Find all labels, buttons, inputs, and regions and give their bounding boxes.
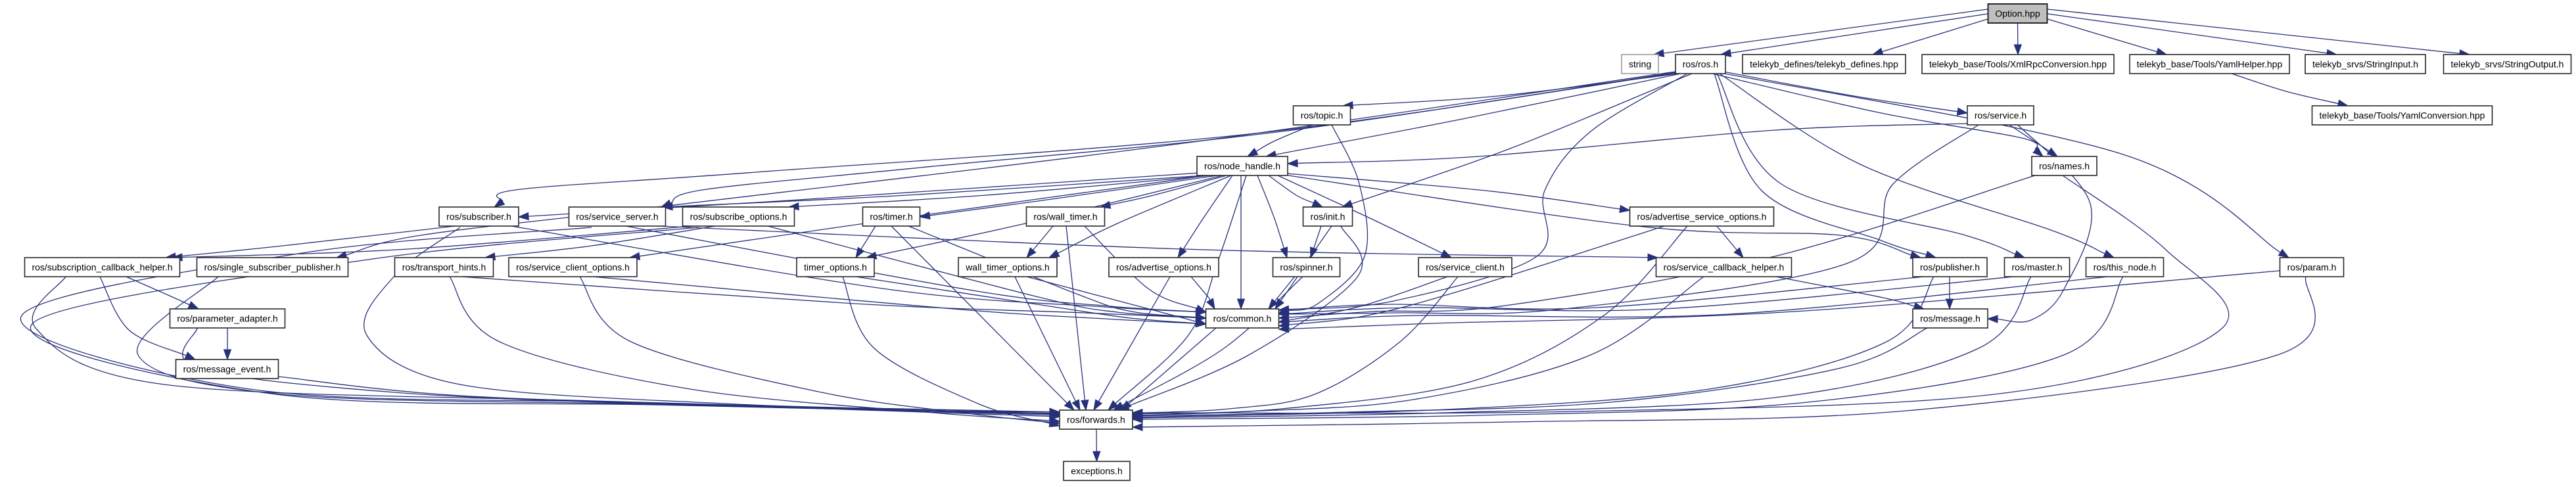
svg-text:ros/init.h: ros/init.h [1311,212,1346,222]
svg-text:ros/advertise_options.h: ros/advertise_options.h [1116,262,1211,273]
svg-text:ros/service_client_options.h: ros/service_client_options.h [516,262,630,273]
svg-text:ros/service_callback_helper.h: ros/service_callback_helper.h [1664,262,1785,273]
svg-text:ros/common.h: ros/common.h [1213,313,1272,324]
svg-text:ros/master.h: ros/master.h [2011,262,2062,273]
svg-text:ros/advertise_service_options.: ros/advertise_service_options.h [1637,212,1767,222]
svg-text:ros/param.h: ros/param.h [2287,262,2337,273]
svg-text:wall_timer_options.h: wall_timer_options.h [965,262,1050,273]
svg-text:ros/forwards.h: ros/forwards.h [1067,415,1125,425]
svg-text:ros/service_server.h: ros/service_server.h [576,212,658,222]
svg-text:ros/publisher.h: ros/publisher.h [1920,262,1980,273]
svg-text:ros/ros.h: ros/ros.h [1683,59,1718,70]
svg-text:ros/subscribe_options.h: ros/subscribe_options.h [690,212,787,222]
svg-text:ros/spinner.h: ros/spinner.h [1280,262,1332,273]
svg-text:ros/service.h: ros/service.h [1975,110,2026,121]
svg-text:ros/names.h: ros/names.h [2039,161,2090,172]
svg-text:ros/message_event.h: ros/message_event.h [183,364,271,375]
svg-text:ros/single_subscriber_publishe: ros/single_subscriber_publisher.h [204,262,341,273]
svg-text:ros/timer.h: ros/timer.h [870,212,912,222]
svg-text:ros/node_handle.h: ros/node_handle.h [1204,161,1280,172]
svg-text:telekyb_base/Tools/XmlRpcConve: telekyb_base/Tools/XmlRpcConversion.hpp [1929,59,2107,70]
svg-text:telekyb_base/Tools/YamlConvers: telekyb_base/Tools/YamlConversion.hpp [2320,110,2485,121]
svg-text:timer_options.h: timer_options.h [804,262,867,273]
svg-text:ros/subscription_callback_help: ros/subscription_callback_helper.h [32,262,172,273]
svg-text:ros/parameter_adapter.h: ros/parameter_adapter.h [177,313,277,324]
svg-text:telekyb_srvs/StringInput.h: telekyb_srvs/StringInput.h [2312,59,2418,70]
svg-text:ros/this_node.h: ros/this_node.h [2094,262,2157,273]
svg-text:ros/topic.h: ros/topic.h [1301,110,1344,121]
svg-text:Option.hpp: Option.hpp [1995,9,2040,19]
svg-text:ros/transport_hints.h: ros/transport_hints.h [402,262,486,273]
svg-text:ros/subscriber.h: ros/subscriber.h [446,212,511,222]
svg-text:telekyb_defines/telekyb_define: telekyb_defines/telekyb_defines.hpp [1750,59,1898,70]
svg-text:telekyb_base/Tools/YamlHelper.: telekyb_base/Tools/YamlHelper.hpp [2137,59,2283,70]
svg-text:telekyb_srvs/StringOutput.h: telekyb_srvs/StringOutput.h [2451,59,2564,70]
svg-text:string: string [1629,59,1651,70]
svg-text:exceptions.h: exceptions.h [1071,466,1123,476]
svg-text:ros/service_client.h: ros/service_client.h [1426,262,1505,273]
svg-text:ros/wall_timer.h: ros/wall_timer.h [1033,212,1097,222]
svg-text:ros/message.h: ros/message.h [1920,313,1980,324]
